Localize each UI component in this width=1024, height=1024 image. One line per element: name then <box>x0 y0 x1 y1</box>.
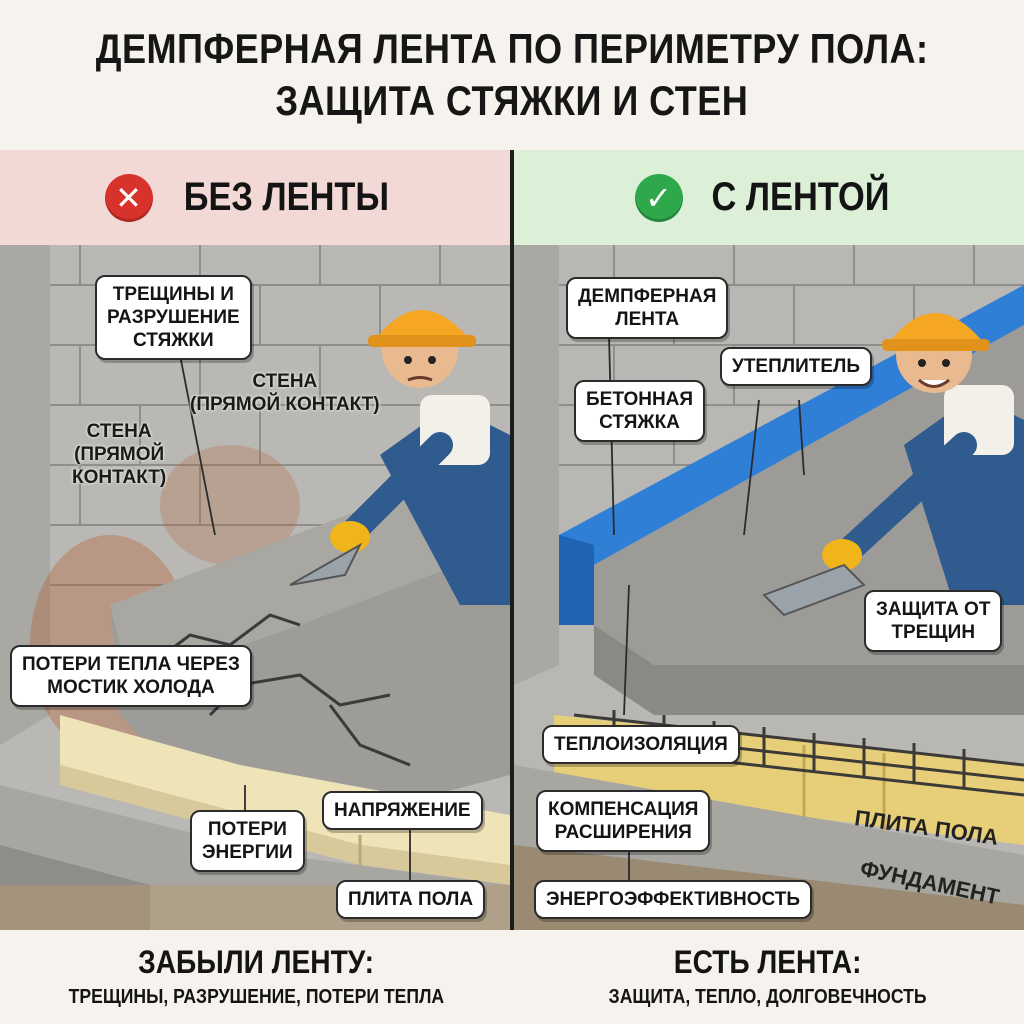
label-energy-efficiency-text: ЭНЕРГОЭФФЕКТИВНОСТЬ <box>546 889 801 910</box>
cross-icon: ✕ <box>104 173 153 222</box>
label-crack-protection-text: ЗАЩИТА ОТ ТРЕЩИН <box>876 599 991 643</box>
label-insulation: УТЕПЛИТЕЛЬ <box>720 347 873 386</box>
label-crack-protection: ЗАЩИТА ОТ ТРЕЩИН <box>864 590 1003 652</box>
panel-header-without-tape: ✕ БЕЗ ЛЕНТЫ <box>0 150 510 245</box>
check-icon: ✓ <box>634 173 683 222</box>
label-heat-loss-text: ПОТЕРИ ТЕПЛА ЧЕРЕЗ МОСТИК ХОЛОДА <box>22 654 240 698</box>
label-energy-efficiency: ЭНЕРГОЭФФЕКТИВНОСТЬ <box>534 880 813 919</box>
label-floor-slab-left: ПЛИТА ПОЛА <box>336 880 486 919</box>
title-line-1: ДЕМПФЕРНАЯ ЛЕНТА ПО ПЕРИМЕТРУ ПОЛА: <box>95 25 929 72</box>
footer-subtitle-with-tape: ЗАЩИТА, ТЕПЛО, ДОЛГОВЕЧНОСТЬ <box>609 986 927 1008</box>
footer-title-with-tape: ЕСТЬ ЛЕНТА: <box>674 944 862 980</box>
panel-divider <box>510 150 514 930</box>
label-stress: НАПРЯЖЕНИЕ <box>322 791 483 830</box>
heading-with-tape: С ЛЕНТОЙ <box>711 175 889 219</box>
footer-subtitle-without-tape: ТРЕЩИНЫ, РАЗРУШЕНИЕ, ПОТЕРИ ТЕПЛА <box>68 986 444 1008</box>
label-wall-left-text: СТЕНА (ПРЯМОЙ КОНТАКТ) <box>72 421 167 488</box>
scene-with-tape: ДЕМПФЕРНАЯ ЛЕНТА УТЕПЛИТЕЛЬ БЕТОННАЯ СТЯ… <box>514 245 1024 930</box>
label-energy-loss: ПОТЕРИ ЭНЕРГИИ <box>190 810 305 872</box>
footer-with-tape: ЕСТЬ ЛЕНТА: ЗАЩИТА, ТЕПЛО, ДОЛГОВЕЧНОСТЬ <box>512 930 1024 1024</box>
label-cracks-text: ТРЕЩИНЫ И РАЗРУШЕНИЕ СТЯЖКИ <box>107 284 240 351</box>
title-line-2: ЗАЩИТА СТЯЖКИ И СТЕН <box>275 77 749 124</box>
label-expansion-text: КОМПЕНСАЦИЯ РАСШИРЕНИЯ <box>548 799 699 843</box>
label-stress-text: НАПРЯЖЕНИЕ <box>334 800 471 821</box>
panel-with-tape: ✓ С ЛЕНТОЙ <box>514 150 1024 930</box>
label-floor-slab-left-text: ПЛИТА ПОЛА <box>348 889 474 910</box>
footer-title-without-tape: ЗАБЫЛИ ЛЕНТУ: <box>138 944 374 980</box>
label-thermal-insulation: ТЕПЛОИЗОЛЯЦИЯ <box>542 725 740 764</box>
worker-worried <box>289 310 510 605</box>
label-thermal-insulation-text: ТЕПЛОИЗОЛЯЦИЯ <box>554 734 728 755</box>
label-wall-direct-contact-left: СТЕНА (ПРЯМОЙ КОНТАКТ) <box>72 420 166 489</box>
label-heat-loss: ПОТЕРИ ТЕПЛА ЧЕРЕЗ МОСТИК ХОЛОДА <box>10 645 252 707</box>
label-energy-loss-text: ПОТЕРИ ЭНЕРГИИ <box>202 819 293 863</box>
heading-without-tape: БЕЗ ЛЕНТЫ <box>183 175 389 219</box>
label-damper-tape: ДЕМПФЕРНАЯ ЛЕНТА <box>566 277 729 339</box>
label-expansion-compensation: КОМПЕНСАЦИЯ РАСШИРЕНИЯ <box>536 790 711 852</box>
label-cracks: ТРЕЩИНЫ И РАЗРУШЕНИЕ СТЯЖКИ <box>95 275 252 360</box>
panel-without-tape: ✕ БЕЗ ЛЕНТЫ <box>0 150 510 930</box>
footer-without-tape: ЗАБЫЛИ ЛЕНТУ: ТРЕЩИНЫ, РАЗРУШЕНИЕ, ПОТЕР… <box>0 930 512 1024</box>
label-insulation-text: УТЕПЛИТЕЛЬ <box>732 356 861 377</box>
label-wall-right-text: СТЕНА (ПРЯМОЙ КОНТАКТ) <box>190 371 380 415</box>
page-title: ДЕМПФЕРНАЯ ЛЕНТА ПО ПЕРИМЕТРУ ПОЛА: ЗАЩИ… <box>0 0 1024 150</box>
label-wall-direct-contact-right: СТЕНА (ПРЯМОЙ КОНТАКТ) <box>190 370 380 416</box>
label-concrete-screed-text: БЕТОННАЯ СТЯЖКА <box>586 389 694 433</box>
scene-without-tape: ТРЕЩИНЫ И РАЗРУШЕНИЕ СТЯЖКИ СТЕНА (ПРЯМО… <box>0 245 510 930</box>
label-concrete-screed: БЕТОННАЯ СТЯЖКА <box>574 380 706 442</box>
panel-header-with-tape: ✓ С ЛЕНТОЙ <box>514 150 1024 245</box>
worker-happy <box>762 313 1024 617</box>
label-damper-tape-text: ДЕМПФЕРНАЯ ЛЕНТА <box>578 286 717 330</box>
